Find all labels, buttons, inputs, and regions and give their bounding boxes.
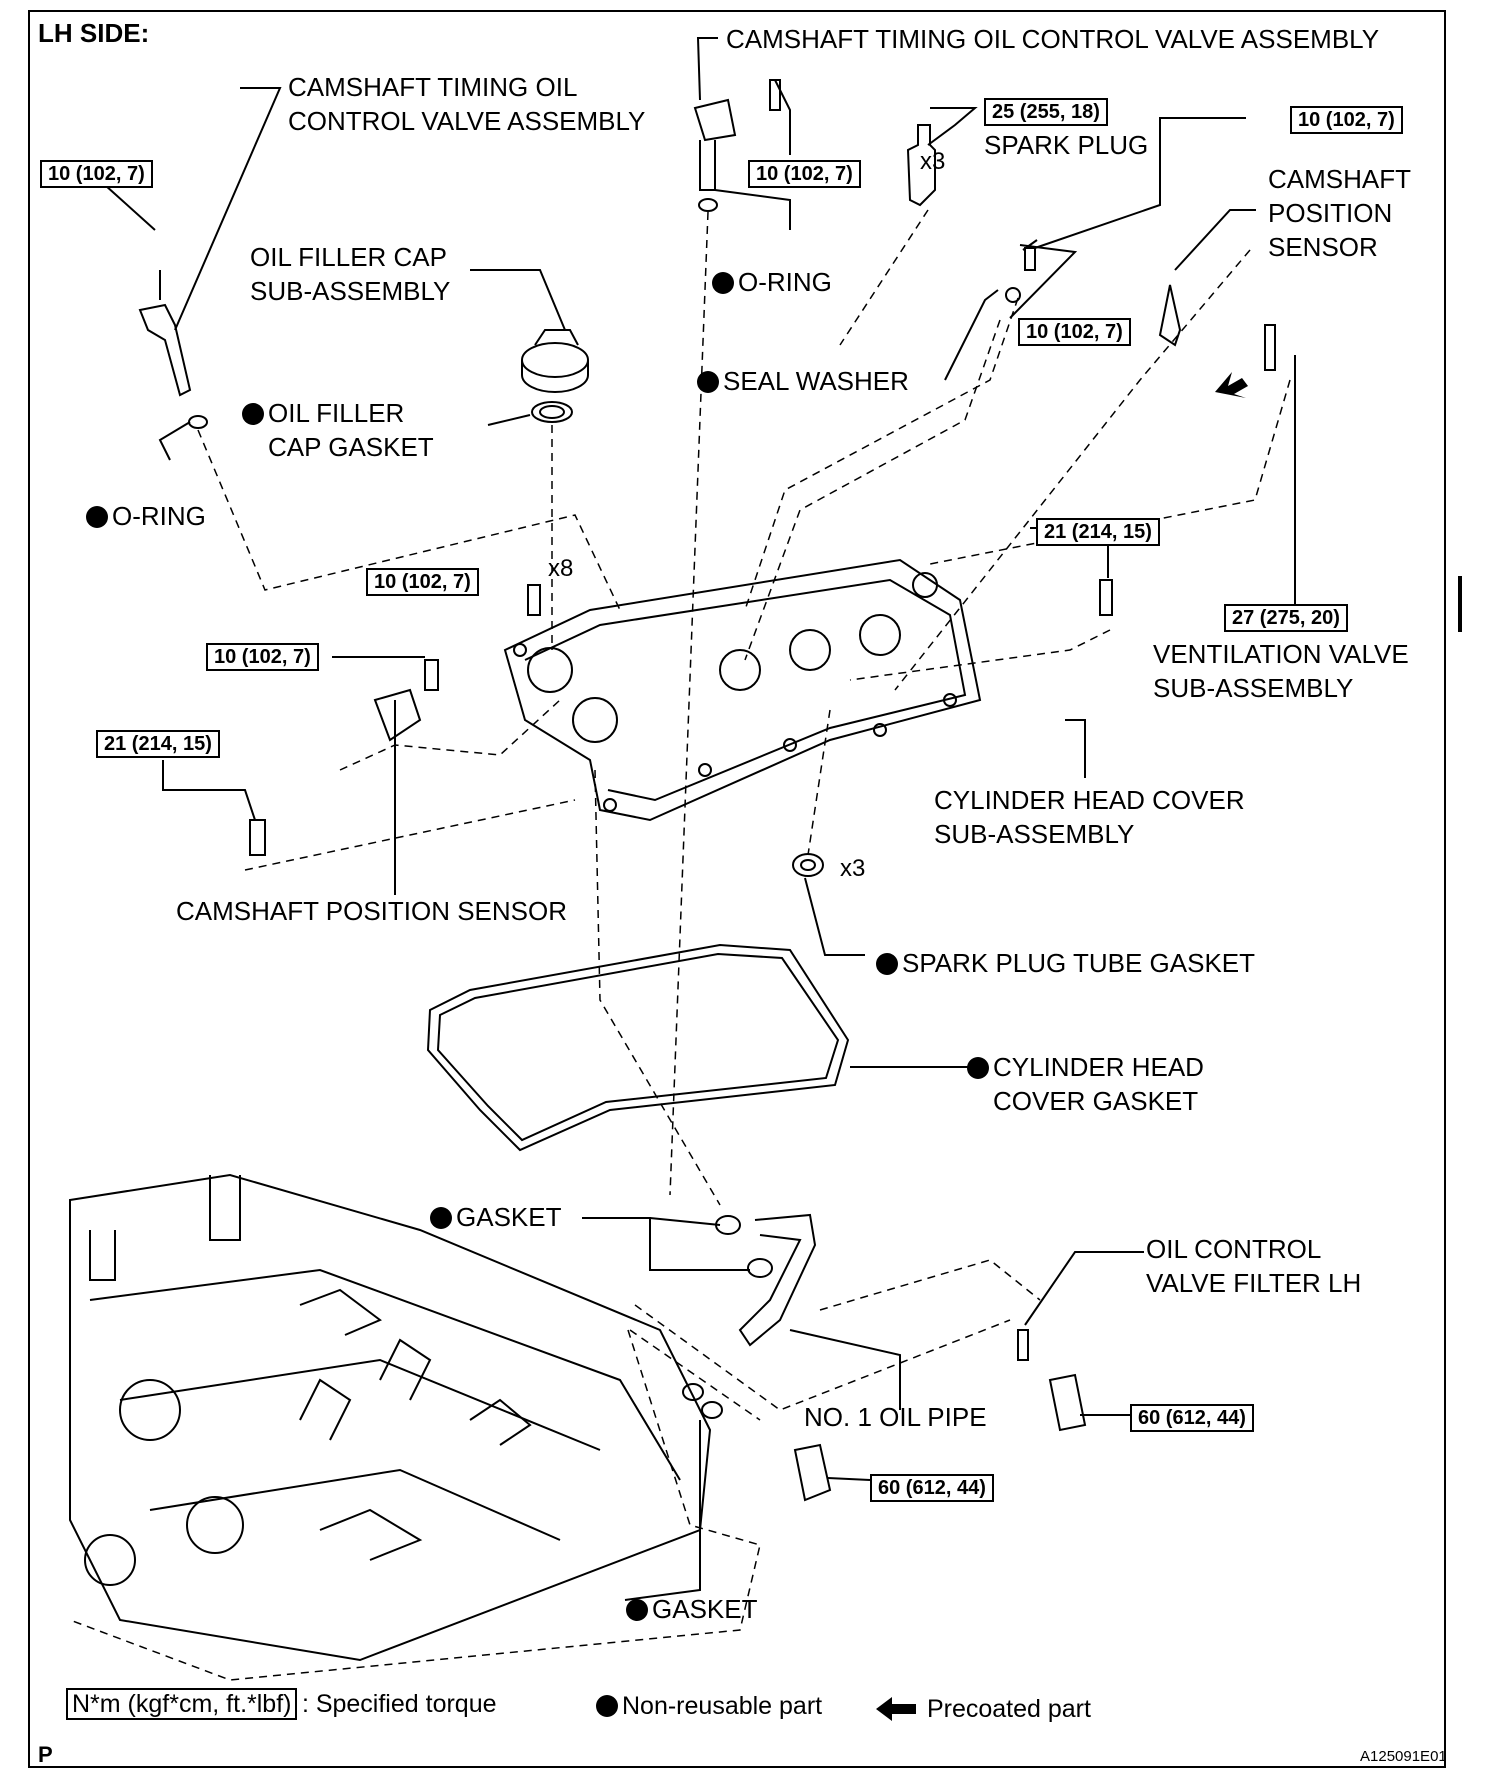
non-reusable-dot-icon (626, 1599, 648, 1621)
legend-precoated-text: Precoated part (926, 1695, 1091, 1723)
label-spark-plug-tube-gasket: SPARK PLUG TUBE GASKET (876, 946, 1255, 980)
page-mark: P (38, 1742, 53, 1767)
torque-box: 21 (214, 15) (96, 730, 220, 758)
legend-torque-text: : Specified torque (301, 1690, 497, 1718)
figure-code: A125091E01 (1360, 1748, 1447, 1765)
torque-box: 10 (102, 7) (366, 568, 479, 596)
torque-box: 10 (102, 7) (1018, 318, 1131, 346)
label-camshaft-position-sensor-left: CAMSHAFT POSITION SENSOR (176, 896, 568, 926)
torque-box: 10 (102, 7) (748, 160, 861, 188)
spark-plug-shape (906, 124, 936, 207)
legend-torque: N*m (kgf*cm, ft.*lbf) : Specified torque (66, 1688, 497, 1720)
label-oil-filler-cap-gasket: OIL FILLER CAP GASKET (242, 396, 434, 464)
label-cylinder-head-cover-gasket: CYLINDER HEAD COVER GASKET (967, 1050, 1204, 1118)
non-reusable-dot-icon (86, 506, 108, 528)
label-oil-filler-cap: OIL FILLER CAP SUB-ASSEMBLY (250, 242, 451, 306)
cylinder-head-cover (503, 558, 982, 822)
precoated-arrow-icon (876, 1697, 916, 1721)
margin-bar (1458, 576, 1462, 632)
legend-non-reusable: Non-reusable part (596, 1692, 822, 1721)
label-seal-washer: SEAL WASHER (697, 364, 909, 398)
label-cylinder-head-cover: CYLINDER HEAD COVER SUB-ASSEMBLY (934, 785, 1245, 849)
torque-box: 27 (275, 20) (1224, 604, 1348, 632)
non-reusable-dot-icon (242, 403, 264, 425)
label-text: SEAL WASHER (723, 366, 909, 396)
label-text: GASKET (652, 1594, 758, 1624)
label-text: OIL FILLER CAP GASKET (268, 398, 434, 462)
ocv-top-shape (693, 98, 737, 142)
label-text: SPARK PLUG TUBE GASKET (902, 948, 1256, 978)
label-text: O-RING (738, 267, 832, 297)
label-text: O-RING (112, 501, 206, 531)
torque-box: 60 (612, 44) (870, 1474, 994, 1502)
torque-box: 21 (214, 15) (1036, 518, 1160, 546)
torque-box: 25 (255, 18) (984, 98, 1108, 126)
non-reusable-dot-icon (430, 1207, 452, 1229)
torque-box: 60 (612, 44) (1130, 1404, 1254, 1432)
quantity-multiplier: x8 (548, 555, 574, 582)
precoated-arrow-marker (1215, 372, 1248, 398)
label-oil-control-valve-filter: OIL CONTROL VALVE FILTER LH (1146, 1234, 1362, 1298)
oil-filler-cap-shape (521, 342, 589, 378)
non-reusable-dot-icon (712, 272, 734, 294)
torque-box: 10 (102, 7) (1290, 106, 1403, 134)
non-reusable-dot-icon (967, 1057, 989, 1079)
label-gasket-upper: GASKET (430, 1200, 561, 1234)
label-camshaft-timing-ocv-top: CAMSHAFT TIMING OIL CONTROL VALVE ASSEMB… (726, 24, 1380, 54)
engine-block-sketch (69, 1173, 712, 1662)
ocv-left-shape (138, 303, 192, 397)
diagram-frame (28, 10, 1446, 1768)
diagram-title: LH SIDE: (38, 18, 150, 48)
label-camshaft-timing-ocv-left: CAMSHAFT TIMING OIL CONTROL VALVE ASSEMB… (288, 72, 646, 136)
label-ventilation-valve: VENTILATION VALVE SUB-ASSEMBLY (1153, 639, 1409, 703)
legend-non-reusable-text: Non-reusable part (622, 1692, 823, 1720)
tube-gasket-shape (792, 853, 824, 877)
label-camshaft-position-sensor-right: CAMSHAFT POSITION SENSOR (1268, 164, 1411, 262)
label-o-ring-left: O-RING (86, 499, 206, 533)
label-gasket-lower: GASKET (626, 1592, 757, 1626)
label-text: CYLINDER HEAD COVER GASKET (993, 1052, 1204, 1116)
legend-precoated: Precoated part (876, 1695, 1091, 1724)
oil-pipe-shape (738, 1213, 817, 1347)
non-reusable-dot-icon (876, 953, 898, 975)
cover-gasket-shape (426, 943, 850, 1152)
non-reusable-dot-icon (596, 1695, 618, 1717)
non-reusable-dot-icon (697, 371, 719, 393)
legend-torque-unit: N*m (kgf*cm, ft.*lbf) (66, 1688, 298, 1720)
quantity-multiplier: x3 (920, 148, 946, 175)
torque-box: 10 (102, 7) (206, 643, 319, 671)
label-spark-plug: SPARK PLUG (984, 130, 1149, 160)
quantity-multiplier: x3 (840, 855, 866, 882)
label-o-ring-top: O-RING (712, 265, 832, 299)
label-text: GASKET (456, 1202, 562, 1232)
torque-box: 10 (102, 7) (40, 160, 153, 188)
label-no1-oil-pipe: NO. 1 OIL PIPE (804, 1402, 987, 1432)
